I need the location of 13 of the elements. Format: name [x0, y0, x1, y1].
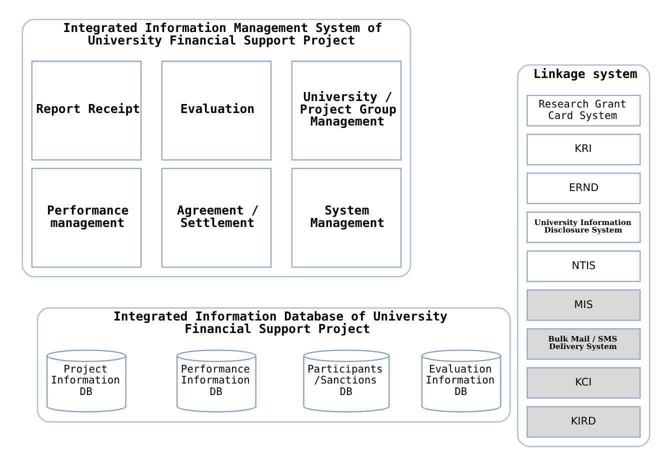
node-box: Research Grant Card System	[526, 94, 641, 126]
node-box: KRI	[526, 134, 641, 166]
node-box: Evaluation	[161, 60, 272, 160]
node-box: KIRD	[526, 406, 641, 438]
node-box: Performance management	[31, 168, 142, 268]
node-box: System Management	[291, 168, 402, 268]
node-box: University / Project Group Management	[291, 60, 402, 160]
node-box: Agreement / Settlement	[161, 168, 272, 268]
node-box: ERND	[526, 172, 641, 204]
node-box: NTIS	[526, 250, 641, 282]
node-box: MIS	[526, 289, 641, 321]
node-box: KCI	[526, 367, 641, 399]
node-box: Report Receipt	[31, 60, 142, 160]
